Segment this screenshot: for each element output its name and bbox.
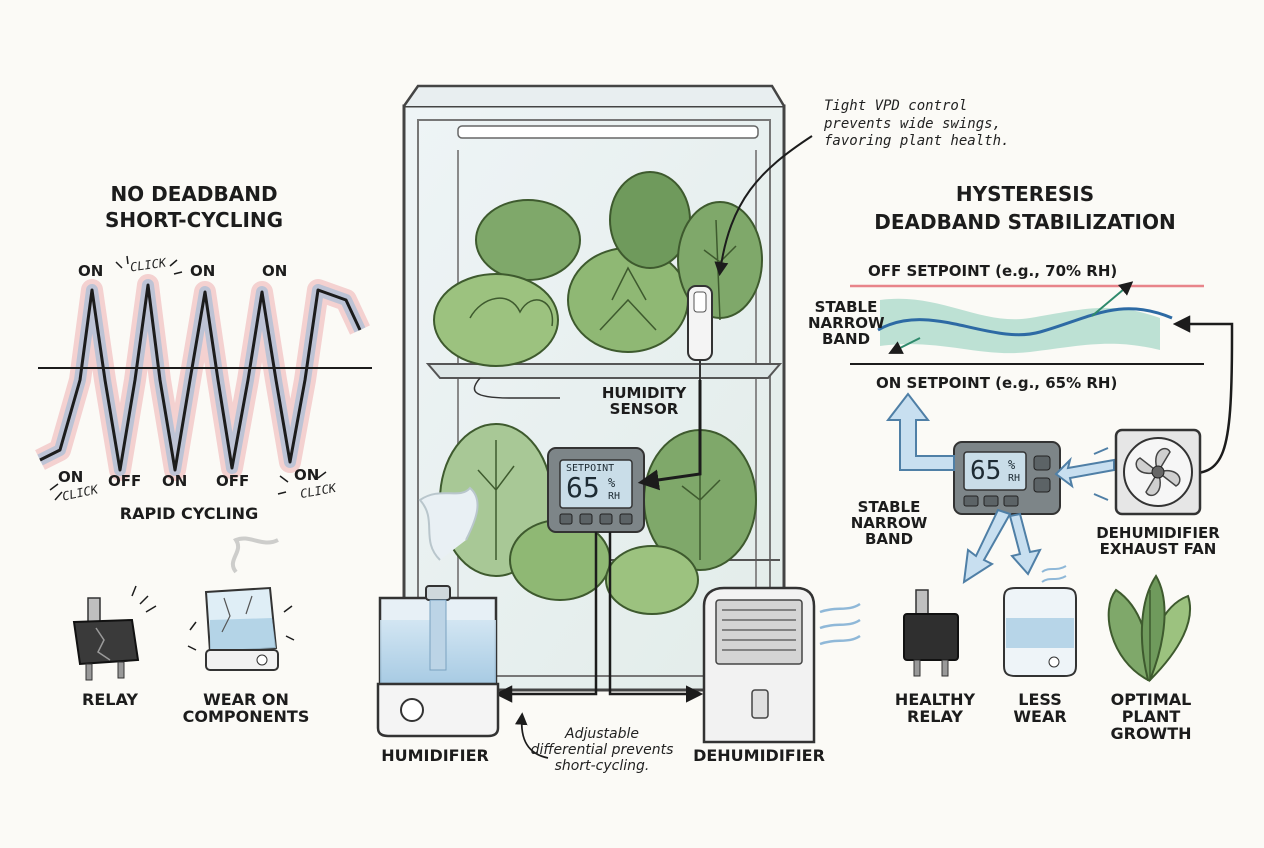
short-cycling-wave: [35, 255, 372, 501]
healthy-plant-illustration: [1107, 574, 1192, 683]
flow-arrows: [885, 392, 1115, 584]
left-panel-subtitle: SHORT-CYCLING: [104, 208, 284, 232]
exhaust-fan-illustration: [1114, 428, 1202, 516]
center-controller-unit-bottom: RH: [608, 491, 621, 502]
center-controller-label: SETPOINT: [566, 463, 615, 474]
wave-top-label-4: ON: [262, 262, 288, 280]
right-panel-subtitle: DEADBAND STABILIZATION: [874, 210, 1176, 234]
wave-bottom-label-6: ON: [294, 466, 320, 484]
healthy-relay-illustration: [903, 589, 959, 677]
left-panel-title: NO DEADBAND: [110, 182, 278, 206]
exhaust-fan-label: DEHUMIDIFIER EXHAUST FAN: [1096, 524, 1220, 558]
relay-label: RELAY: [82, 690, 138, 709]
benefit-healthy-relay: HEALTHY RELAY: [894, 690, 976, 726]
benefit-optimal-growth: OPTIMAL PLANT GROWTH: [1110, 690, 1192, 743]
center-controller-value: 65: [566, 471, 600, 504]
stable-band-wave: [877, 307, 1173, 337]
dehumidifier-label: DEHUMIDIFIER: [693, 746, 825, 765]
humidity-sensor-label: HUMIDITY SENSOR: [601, 384, 687, 418]
grow-light: [457, 125, 759, 139]
humidity-sensor-probe: [687, 285, 713, 380]
center-controller: [547, 447, 645, 533]
annotation-bottom: Adjustable differential prevents short-c…: [530, 726, 674, 775]
wave-bottom-label-3: OFF: [108, 472, 142, 490]
right-controller-value: 65: [970, 456, 1002, 486]
annotation-top-arrow: [714, 135, 813, 277]
stable-band-label-mid: STABLE NARROW BAND: [850, 498, 928, 548]
wave-top-label-3: ON: [190, 262, 216, 280]
wave-bottom-label-4: ON: [162, 472, 188, 490]
humidifier-label: HUMIDIFIER: [381, 746, 489, 765]
grow-cabinet: [402, 84, 813, 759]
humidifier-illustration: [376, 486, 500, 738]
broken-relay-illustration: [72, 585, 157, 681]
right-controller-unit-bottom: RH: [1008, 473, 1021, 484]
wave-bottom-label-1: ON: [58, 468, 84, 486]
wave-bottom-label-5: OFF: [216, 472, 250, 490]
stable-band-label-top: STABLE NARROW BAND: [808, 298, 885, 348]
shelf: [425, 363, 783, 379]
fan-feedback-line: [1172, 315, 1234, 336]
right-controller-unit-top: %: [1008, 458, 1016, 472]
hysteresis-band-diagram: [850, 281, 1234, 476]
benefit-less-wear: LESS WEAR: [1013, 690, 1067, 726]
annotation-bottom-arrow: [514, 712, 549, 759]
humidifier-wire: [494, 532, 598, 703]
off-setpoint-label: OFF SETPOINT (e.g., 70% RH): [868, 262, 1118, 280]
rapid-cycling-caption: RAPID CYCLING: [119, 504, 259, 523]
worn-humidifier-illustration: [187, 536, 295, 671]
wear-label: WEAR ON COMPONENTS: [182, 690, 310, 726]
right-panel-title: HYSTERESIS: [955, 182, 1095, 206]
annotation-top: Tight VPD control prevents wide swings, …: [824, 98, 1010, 149]
dehumidifier-illustration: [702, 586, 861, 744]
stable-band-fill: [880, 298, 1160, 354]
small-humidifier-illustration: [1003, 565, 1077, 677]
dehumidifier-wire: [608, 532, 704, 703]
center-controller-unit-top: %: [608, 476, 616, 490]
sensor-wire: [637, 380, 702, 491]
on-setpoint-label: ON SETPOINT (e.g., 65% RH): [876, 374, 1118, 392]
wave-top-label-1: ON: [78, 262, 104, 280]
